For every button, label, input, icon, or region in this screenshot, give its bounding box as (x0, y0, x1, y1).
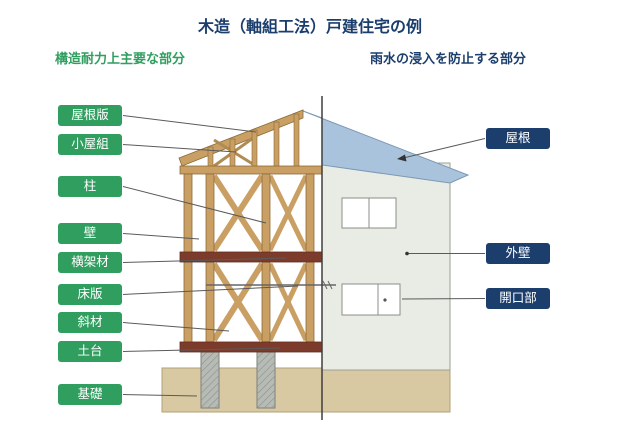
label-pillar: 柱 (58, 176, 122, 197)
floor-slab-line (206, 280, 336, 290)
label-roof-frame: 小屋組 (58, 134, 122, 155)
label-wall: 壁 (58, 223, 122, 244)
sill-beam (179, 341, 323, 353)
connector-lines-left (122, 115, 299, 397)
x-braces (211, 174, 309, 342)
label-exterior-wall: 外壁 (486, 243, 550, 264)
roof-surface (302, 110, 470, 184)
concrete-piers (200, 351, 276, 409)
roof-framing (179, 113, 323, 175)
label-horizontal-member: 横架材 (58, 252, 122, 273)
label-sill: 土台 (58, 341, 122, 362)
label-diagonal-member: 斜材 (58, 312, 122, 333)
label-opening: 開口部 (486, 288, 550, 309)
label-roof-board: 屋根版 (58, 105, 122, 126)
window-upper (341, 197, 397, 229)
label-foundation: 基礎 (58, 384, 122, 405)
label-roof: 屋根 (486, 128, 550, 149)
connector-lines-right (397, 138, 486, 300)
right-section-heading: 雨水の浸入を防止する部分 (370, 51, 527, 66)
window-lower (341, 283, 401, 316)
exterior-wall (321, 162, 451, 371)
label-floor-slab: 床版 (58, 284, 122, 305)
left-section-heading: 構造耐力上主要な部分 (55, 51, 186, 66)
page-title: 木造（軸組工法）戸建住宅の例 (197, 19, 422, 36)
